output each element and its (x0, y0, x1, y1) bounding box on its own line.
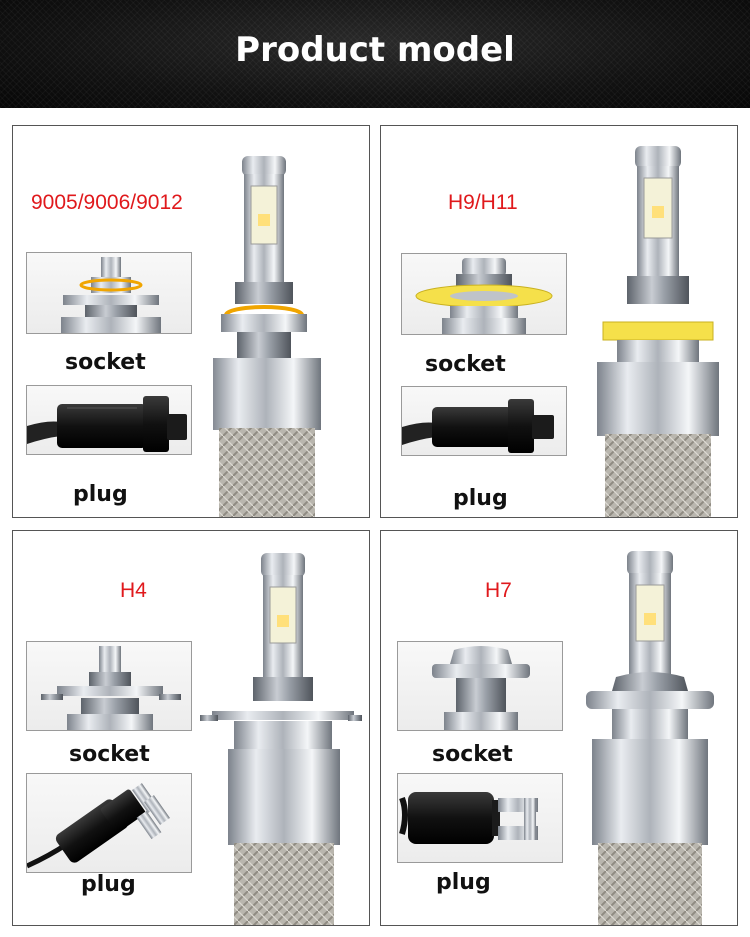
plug-icon (399, 792, 538, 844)
led-bulb-image (200, 553, 362, 925)
socket-caption: socket (65, 350, 146, 375)
plug-caption: plug (81, 872, 136, 897)
led-bulb-image (586, 551, 714, 925)
socket-caption: socket (69, 742, 150, 767)
panel-h4: H4 socket plug (12, 530, 370, 926)
plug-image (397, 773, 563, 863)
plug-image (26, 385, 192, 455)
panel-h7: H7 socket plug (380, 530, 738, 926)
plug-image (401, 386, 567, 456)
page-title: Product model (235, 30, 515, 70)
plug-caption: plug (73, 482, 128, 507)
model-label: H4 (120, 579, 147, 602)
socket-image (26, 252, 192, 334)
socket-icon (432, 646, 530, 730)
plug-icon (402, 399, 554, 453)
model-label: H7 (485, 579, 512, 602)
plug-image (26, 773, 192, 873)
plug-icon (27, 396, 187, 452)
socket-image (401, 253, 567, 335)
plug-icon (27, 783, 170, 869)
plug-caption: plug (453, 486, 508, 511)
led-bulb-image (213, 156, 321, 517)
socket-caption: socket (432, 742, 513, 767)
panel-9005: 9005/9006/9012 socket plug (12, 125, 370, 518)
header-banner: Product model (0, 0, 750, 108)
socket-icon (415, 258, 553, 334)
socket-image (26, 641, 192, 731)
model-label: 9005/9006/9012 (31, 191, 183, 214)
socket-caption: socket (425, 352, 506, 377)
socket-image (397, 641, 563, 731)
model-label: H9/H11 (448, 191, 518, 214)
led-bulb-image (597, 146, 719, 517)
socket-icon (61, 257, 161, 333)
socket-icon (41, 646, 181, 730)
plug-caption: plug (436, 870, 491, 895)
panel-h9-h11: H9/H11 socket plug (380, 125, 738, 518)
